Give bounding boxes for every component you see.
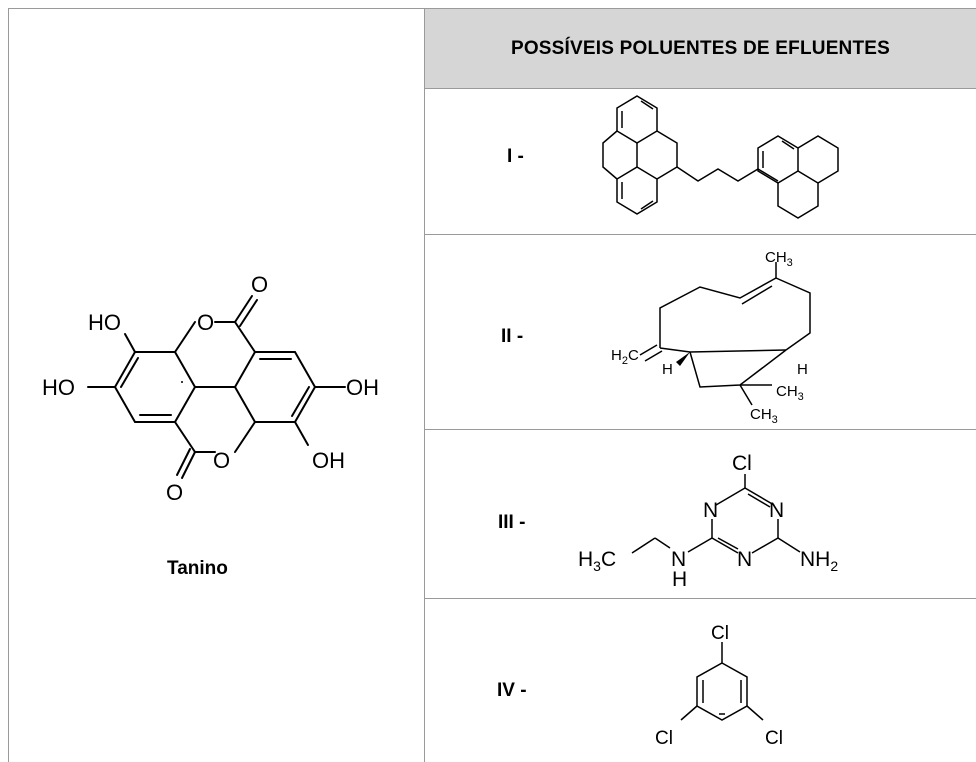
tanino-caption: Tanino xyxy=(167,558,228,579)
row-divider xyxy=(425,234,976,235)
row-divider xyxy=(425,598,976,599)
row-label-iv: IV - xyxy=(497,680,527,701)
pollutants-header-text: POSSÍVEIS POLUENTES DE EFLUENTES xyxy=(510,37,891,59)
column-divider xyxy=(424,8,425,762)
row-label-ii: II - xyxy=(501,326,524,347)
pollutants-header: POSSÍVEIS POLUENTES DE EFLUENTES xyxy=(425,9,976,89)
row-label-iii: III - xyxy=(498,512,526,533)
table-frame xyxy=(8,8,976,762)
row-label-i: I - xyxy=(507,146,524,167)
row-divider xyxy=(425,429,976,430)
